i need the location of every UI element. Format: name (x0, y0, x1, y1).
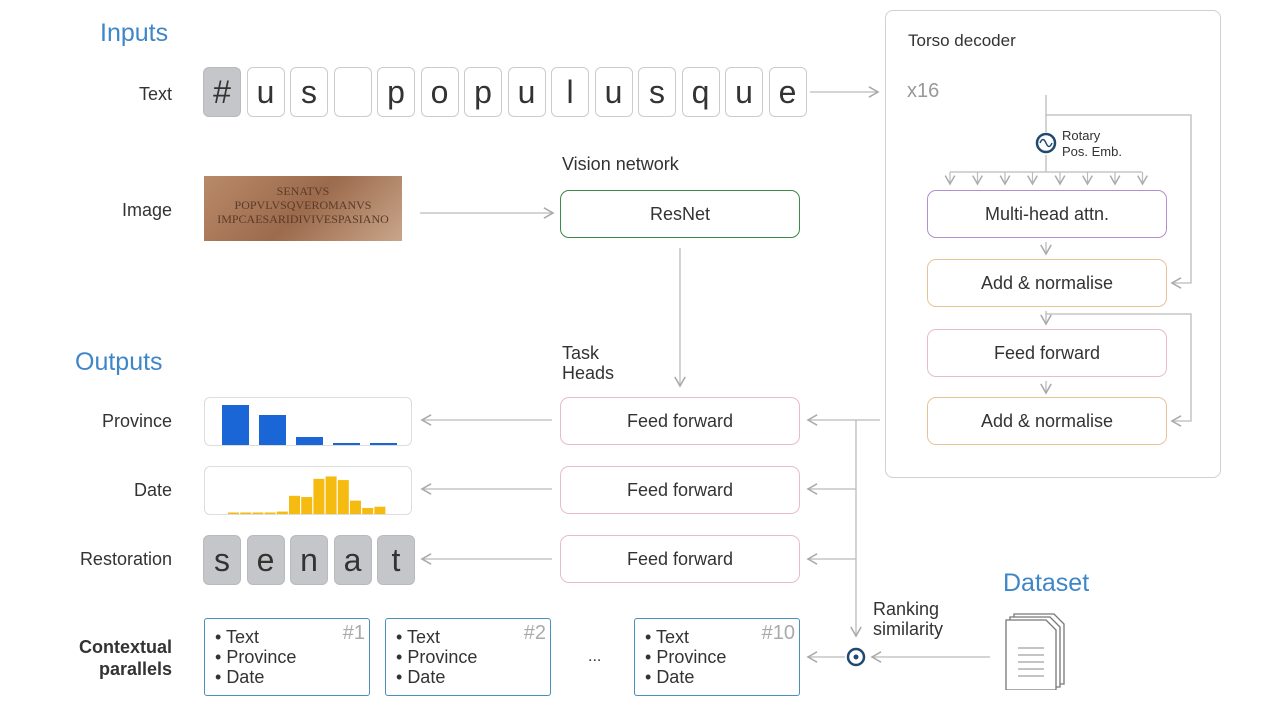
text-token: # (203, 67, 241, 117)
text-token: q (681, 67, 720, 117)
bar (350, 500, 361, 514)
text-label: Text (138, 84, 172, 104)
parallel-rank: #10 (761, 622, 795, 644)
parallel-field: Province (215, 647, 369, 667)
parallel-field: Province (396, 647, 550, 667)
bar (259, 415, 286, 445)
text-token: p (377, 67, 415, 117)
vision-network-label: Vision network (562, 154, 679, 174)
bar (374, 506, 386, 514)
text-token: e (768, 67, 807, 117)
ellipsis: ... (588, 648, 602, 665)
date-label: Date (133, 480, 172, 500)
bar (240, 512, 252, 514)
rotary-line2: Pos. Emb. (1062, 144, 1122, 159)
bar (337, 480, 349, 514)
bar (252, 512, 264, 514)
task-head-restoration: Feed forward (560, 535, 800, 583)
text-token (333, 67, 372, 117)
outputs-title: Outputs (75, 348, 163, 376)
text-token: p (464, 67, 502, 117)
bar (325, 476, 337, 514)
documents-icon (1005, 613, 1065, 690)
restoration-token: s (203, 535, 241, 585)
task-head-date: Feed forward (560, 466, 800, 514)
text-token: u (246, 67, 285, 117)
contextual-line1: Contextual (78, 637, 172, 657)
contextual-line2: parallels (98, 659, 172, 679)
bar (264, 512, 276, 514)
text-token: u (507, 67, 546, 117)
bar (333, 443, 360, 445)
text-token: l (551, 67, 589, 117)
bar (276, 511, 288, 514)
parallel-field: Date (645, 667, 799, 687)
resnet-box: ResNet (560, 190, 800, 238)
parallel-field: Date (396, 667, 550, 687)
torso-title: Torso decoder (908, 31, 1016, 50)
add-normalise-box-2: Add & normalise (927, 397, 1167, 445)
bar (362, 507, 374, 514)
restoration-token: t (377, 535, 415, 585)
text-token: o (420, 67, 459, 117)
parallel-field: Text (396, 627, 550, 647)
restoration-label: Restoration (79, 549, 172, 569)
parallel-field: Date (215, 667, 369, 687)
image-label: Image (121, 200, 172, 220)
feed-forward-box: Feed forward (927, 329, 1167, 377)
ranking-line1: Ranking (873, 599, 940, 619)
ranking-line2: similarity (873, 619, 943, 639)
task-line1: Task (562, 343, 600, 363)
task-head-province: Feed forward (560, 397, 800, 445)
province-label: Province (101, 411, 172, 431)
bar (301, 497, 313, 514)
text-token: s (638, 67, 676, 117)
multihead-attn-box: Multi-head attn. (927, 190, 1167, 238)
bar (370, 443, 397, 445)
parallel-field: Text (645, 627, 799, 647)
text-token: s (290, 67, 328, 117)
repeat-count: x16 (907, 80, 940, 102)
bar (313, 478, 325, 514)
parallel-card: #1TextProvinceDate (204, 618, 370, 696)
restoration-token: a (333, 535, 372, 585)
rotary-line1: Rotary (1062, 128, 1101, 143)
dataset-title: Dataset (1003, 569, 1090, 597)
bar (228, 512, 239, 514)
torso-decoder-panel (885, 10, 1221, 478)
parallel-field: Province (645, 647, 799, 667)
parallel-card: #10TextProvinceDate (634, 618, 800, 696)
task-line2: Heads (562, 363, 615, 383)
text-token: u (594, 67, 633, 117)
province-chart (204, 397, 412, 446)
restoration-token: n (290, 535, 328, 585)
parallel-rank: #1 (342, 622, 365, 644)
bar (222, 405, 249, 445)
bar (296, 437, 323, 445)
parallel-field: Text (215, 627, 369, 647)
inputs-title: Inputs (100, 19, 169, 47)
bar (289, 495, 300, 514)
restoration-token: e (246, 535, 285, 585)
parallel-rank: #2 (523, 622, 546, 644)
add-normalise-box-1: Add & normalise (927, 259, 1167, 307)
text-token: u (725, 67, 763, 117)
date-chart (204, 466, 412, 515)
parallel-card: #2TextProvinceDate (385, 618, 551, 696)
